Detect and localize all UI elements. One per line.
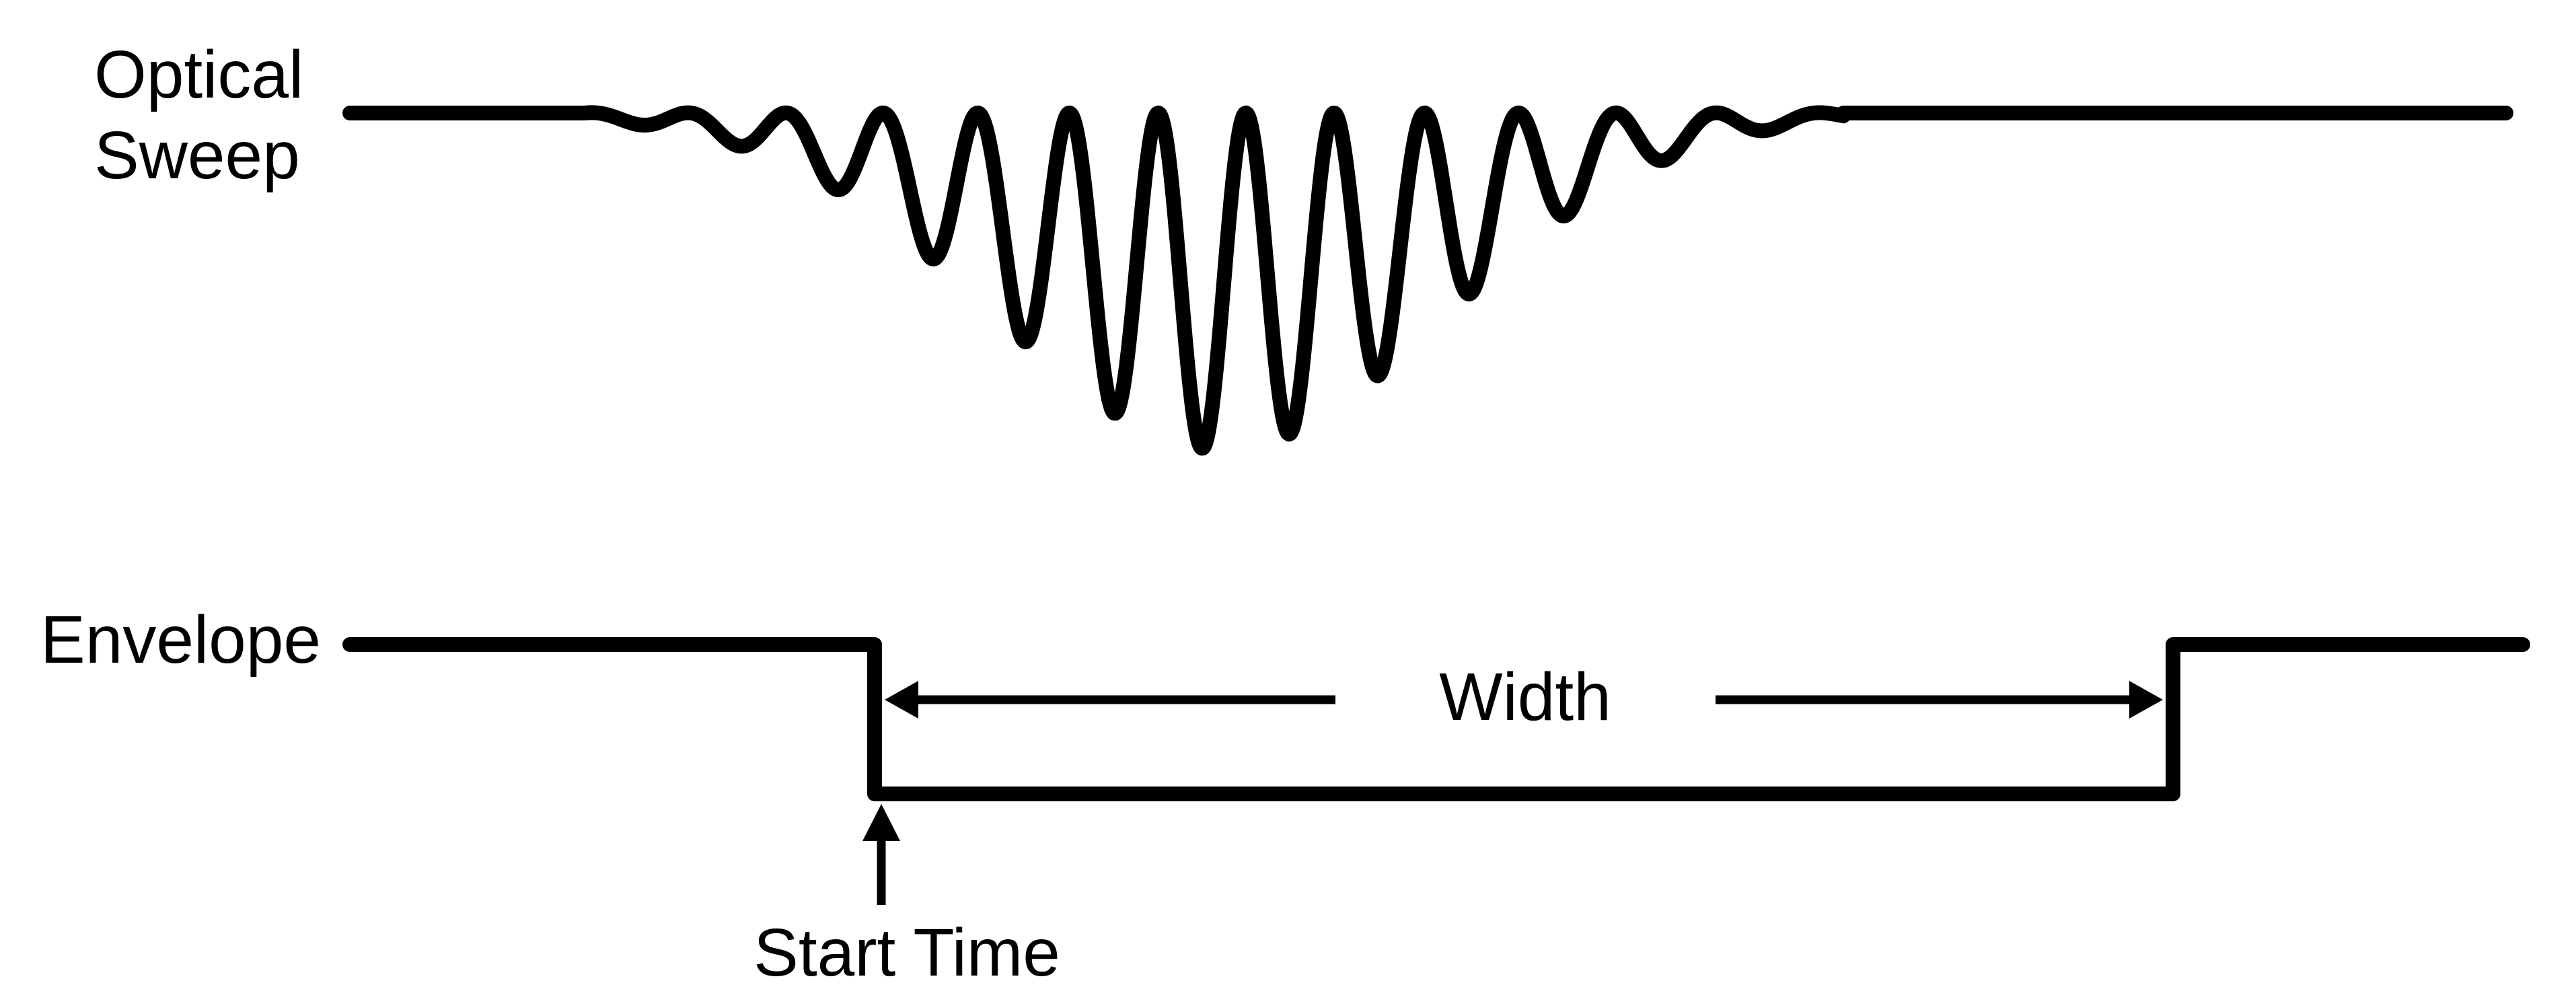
width-label: Width <box>1439 659 1611 735</box>
envelope-waveform <box>342 637 2530 801</box>
optical-sweep-waveform <box>342 105 2513 456</box>
start-time-label: Start Time <box>753 915 1060 987</box>
start-time-arrow-head <box>862 804 900 841</box>
width-arrow-right-head <box>2129 681 2163 719</box>
optical-sweep-label-line2: Sweep <box>94 118 300 193</box>
envelope-label: Envelope <box>40 602 321 678</box>
width-arrow-left-head <box>885 681 918 719</box>
optical-sweep-label-line1: Optical <box>94 37 303 112</box>
